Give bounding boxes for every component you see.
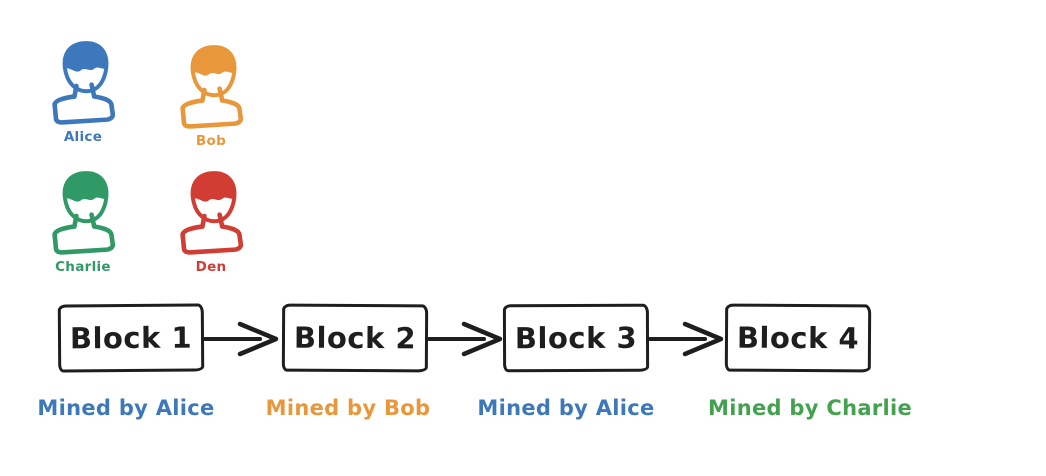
- participant-bob: Bob: [165, 42, 257, 149]
- block-label: Block 4: [736, 320, 860, 356]
- miner-caption-block-1: Mined by Alice: [37, 396, 215, 420]
- block-4: Block 4: [724, 303, 872, 373]
- arrow-right-icon: [647, 319, 727, 363]
- block-2: Block 2: [281, 303, 429, 373]
- participant-name: Alice: [63, 129, 103, 145]
- participant-name: Den: [195, 259, 227, 275]
- participant-name: Charlie: [55, 259, 111, 275]
- person-icon: [178, 42, 244, 130]
- arrow-right-icon: [426, 319, 506, 363]
- miner-caption-block-4: Mined by Charlie: [708, 396, 912, 420]
- arrow-right-icon: [202, 319, 282, 363]
- participant-den: Den: [165, 168, 257, 275]
- block-label: Block 2: [293, 320, 417, 356]
- block-1: Block 1: [57, 303, 205, 373]
- block-label: Block 3: [514, 320, 638, 356]
- block-3: Block 3: [502, 303, 650, 373]
- miner-caption-block-3: Mined by Alice: [477, 396, 655, 420]
- person-icon: [178, 168, 244, 256]
- person-icon: [50, 38, 116, 126]
- miner-caption-block-2: Mined by Bob: [265, 396, 431, 420]
- participant-charlie: Charlie: [37, 168, 129, 275]
- person-icon: [50, 168, 116, 256]
- block-label: Block 1: [69, 320, 193, 356]
- participant-name: Bob: [195, 133, 227, 149]
- participant-alice: Alice: [37, 38, 129, 145]
